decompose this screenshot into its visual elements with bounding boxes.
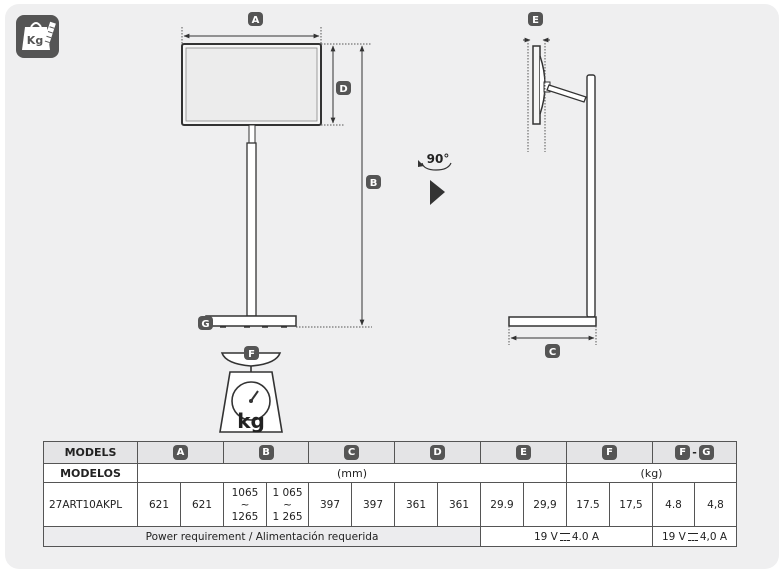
power-row: Power requirement / Alimentación requeri… (43, 526, 738, 547)
label-c: C (549, 347, 556, 358)
label-f-scale: F (248, 349, 255, 360)
col-header-f: F (566, 441, 653, 464)
models-label: MODELS (43, 441, 138, 464)
weight-scale-icon: Kg (16, 15, 59, 58)
col-header-c: C (308, 441, 395, 464)
label-e: E (532, 15, 539, 26)
cell-e1: 29.9 (480, 482, 524, 527)
table-row: 27ART10AKPL 621 621 1065~1265 1 065~1 26… (43, 482, 738, 527)
label-d: D (339, 84, 347, 95)
cell-c2: 397 (351, 482, 395, 527)
modelos-label: MODELOS (43, 463, 138, 483)
col-header-a: A (137, 441, 224, 464)
label-g: G (201, 319, 209, 330)
dimension-c: C (508, 326, 597, 358)
rotation-label: 90° (427, 152, 450, 166)
dc-symbol-icon (687, 532, 698, 541)
dimension-diagram: Kg A D B (16, 12, 597, 433)
cell-f1: 17.5 (566, 482, 610, 527)
label-a: A (252, 15, 260, 26)
col-header-b: B (223, 441, 309, 464)
cell-fg2: 4,8 (693, 482, 738, 527)
unit-mm: (mm) (137, 463, 567, 483)
cell-b2: 1 065~1 265 (266, 482, 309, 527)
label-b: B (370, 178, 378, 189)
header-row-models: MODELS A B C D E F F-G (43, 441, 738, 464)
play-arrow-icon (430, 180, 445, 205)
cell-b1: 1065~1265 (223, 482, 267, 527)
dc-symbol-icon (559, 532, 570, 541)
dimension-e: E (523, 12, 550, 152)
cell-c1: 397 (308, 482, 352, 527)
header-row-modelos: MODELOS (mm) (kg) (43, 463, 738, 483)
cell-a2: 621 (180, 482, 224, 527)
scale-unit: kg (237, 409, 265, 433)
cell-e2: 29,9 (523, 482, 567, 527)
dimension-a: A (181, 12, 322, 44)
dimension-d: D (321, 43, 351, 126)
unit-kg: (kg) (565, 463, 738, 483)
spec-table: MODELS A B C D E F F-G MODELOS (mm) (kg)… (43, 441, 738, 547)
label-g-marker: G (198, 316, 213, 330)
cell-f2: 17,5 (609, 482, 653, 527)
weight-icon-label: Kg (27, 34, 43, 47)
cell-d2: 361 (437, 482, 481, 527)
power-label: Power requirement / Alimentación requeri… (43, 526, 481, 547)
kitchen-scale-icon: F kg (219, 346, 283, 433)
cell-d1: 361 (394, 482, 438, 527)
cell-fg1: 4.8 (652, 482, 695, 527)
col-header-d: D (394, 441, 481, 464)
cell-a1: 621 (137, 482, 181, 527)
rotate-90-icon: 90° (418, 152, 452, 171)
model-name: 27ART10AKPL (43, 482, 138, 527)
dimension-b: B (296, 43, 381, 328)
col-header-fg: F-G (651, 441, 738, 464)
col-header-e: E (480, 441, 567, 464)
side-view (508, 45, 597, 327)
front-view (181, 43, 322, 328)
